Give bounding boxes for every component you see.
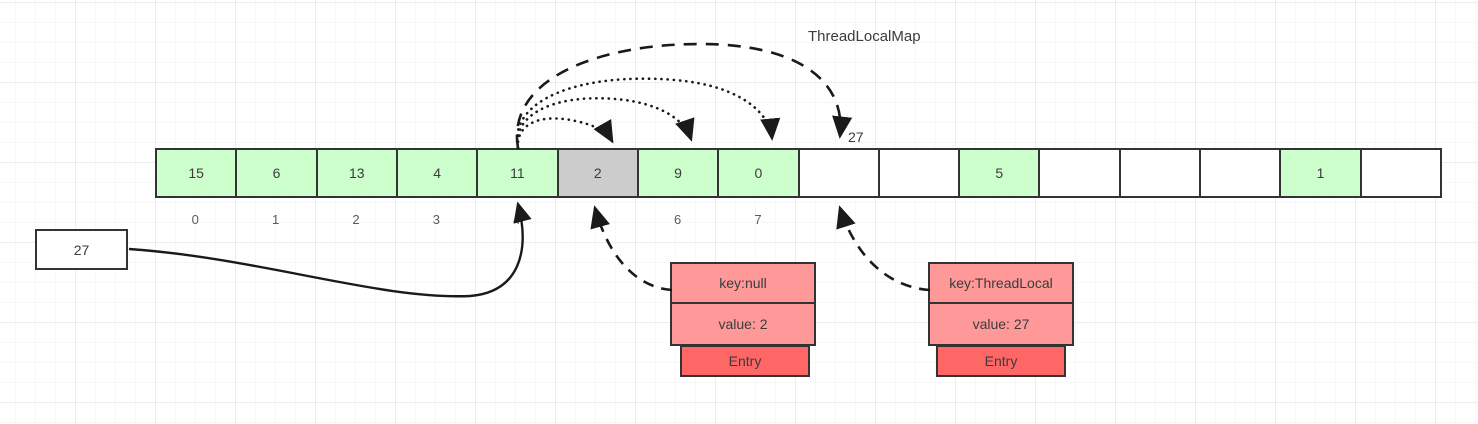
- threadlocalmap-table: 15 6 13 4 11 2 9 0 5 1: [155, 148, 1442, 198]
- table-slot-0[interactable]: 15: [157, 150, 238, 196]
- table-slot-15[interactable]: [1361, 150, 1440, 196]
- table-slot-2[interactable]: 13: [317, 150, 398, 196]
- table-slot-3[interactable]: 4: [397, 150, 479, 196]
- table-slot-5[interactable]: 2: [558, 150, 639, 196]
- entry-key-field: key:ThreadLocal: [928, 262, 1074, 304]
- table-slot-10[interactable]: 5: [960, 150, 1041, 196]
- table-slot-9[interactable]: [879, 150, 961, 196]
- entry-value-field: value: 2: [670, 304, 816, 346]
- page-title: ThreadLocalMap: [808, 28, 921, 45]
- index-label-7: 7: [754, 212, 762, 227]
- table-slot-8[interactable]: [799, 150, 880, 196]
- arrow-probe-slot8: [515, 42, 853, 149]
- arrow-probe-slot5: [516, 117, 614, 150]
- table-slot-13[interactable]: [1201, 150, 1282, 196]
- table-slot-11[interactable]: [1040, 150, 1121, 196]
- entry-type-tag: Entry: [680, 345, 810, 377]
- table-slot-12[interactable]: [1120, 150, 1202, 196]
- table-slot-14[interactable]: 1: [1281, 150, 1362, 196]
- probe-target-label: 27: [848, 129, 864, 145]
- input-value-box[interactable]: 27: [35, 229, 128, 270]
- table-slot-7[interactable]: 0: [719, 150, 800, 196]
- entry-card-threadlocal-key: key:ThreadLocal value: 27 Entry: [928, 262, 1074, 377]
- table-slot-1[interactable]: 6: [237, 150, 318, 196]
- table-slot-6[interactable]: 9: [638, 150, 720, 196]
- index-label-6: 6: [673, 212, 682, 227]
- index-label-4: 4: [513, 212, 521, 227]
- entry-value-field: value: 27: [928, 304, 1074, 346]
- entry-type-tag: Entry: [936, 345, 1066, 377]
- index-label-5: 5: [593, 212, 601, 227]
- index-label-2: 2: [352, 212, 360, 227]
- index-label-0: 0: [191, 212, 199, 227]
- table-slot-4[interactable]: 11: [478, 150, 559, 196]
- index-label-1: 1: [271, 212, 280, 227]
- entry-key-field: key:null: [670, 262, 816, 304]
- arrow-probe-slot7: [515, 77, 781, 150]
- index-label-3: 3: [432, 212, 440, 227]
- arrow-entry2-to-slot8: [836, 205, 931, 292]
- entry-card-null-key: key:null value: 2 Entry: [670, 262, 816, 377]
- arrow-probe-slot6: [516, 96, 695, 150]
